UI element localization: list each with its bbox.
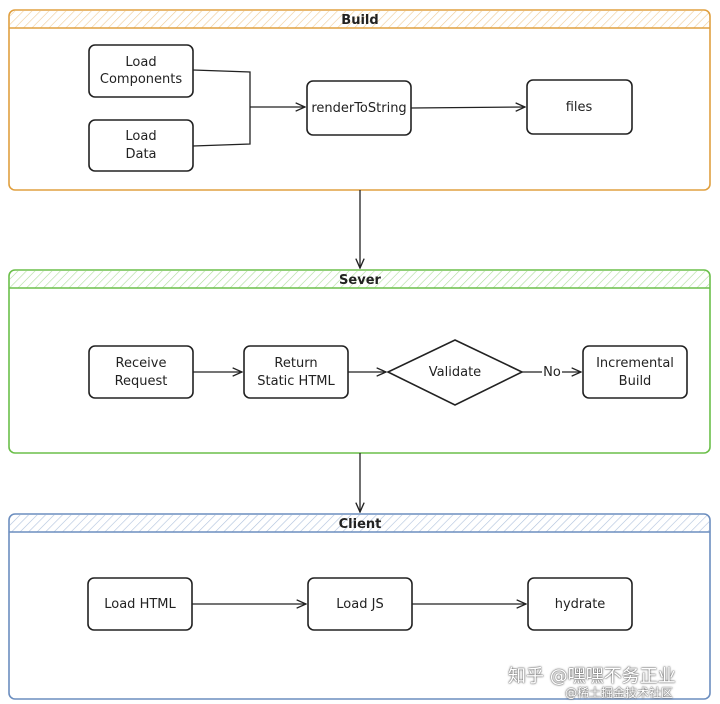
lane-build-header [10, 11, 709, 28]
node-load-html-label: Load HTML [104, 597, 176, 612]
node-incremental-build-line1: Incremental [596, 356, 674, 371]
lane-client-border [8, 513, 711, 700]
node-load-components: Load Components [88, 44, 194, 98]
node-return-static-html: Return Static HTML [243, 345, 349, 399]
lane-server: Sever [8, 269, 711, 454]
watermark-juejin: @稀土掘金技术社区 [565, 686, 674, 700]
node-receive-request-line2: Request [115, 374, 168, 389]
edge-render-to-files [410, 107, 525, 108]
lane-client-title: Client [339, 517, 382, 532]
node-render-to-string: renderToString [306, 80, 412, 136]
edge-load-components-merge [192, 69, 251, 107]
node-render-to-string-label: renderToString [311, 101, 406, 116]
node-hydrate: hydrate [527, 577, 633, 631]
edge-load-data-merge [192, 107, 251, 147]
node-files-label: files [566, 100, 593, 115]
node-load-data-line2: Data [125, 147, 156, 162]
node-hydrate-label: hydrate [555, 597, 606, 612]
node-load-components-line2: Components [100, 72, 182, 87]
watermark-zhihu: 知乎 @嘿嘿不务正业 [508, 666, 676, 687]
node-return-static-html-line1: Return [274, 356, 317, 371]
node-validate-label: Validate [429, 365, 481, 380]
node-files: files [526, 79, 633, 135]
node-receive-request-line1: Receive [116, 356, 167, 371]
node-load-data: Load Data [88, 119, 194, 172]
lane-server-title: Sever [339, 273, 381, 288]
lane-server-header [10, 271, 709, 288]
node-load-js: Load JS [307, 577, 413, 631]
node-incremental-build-line2: Build [619, 374, 652, 389]
node-incremental-build: Incremental Build [582, 345, 688, 399]
node-load-html: Load HTML [87, 577, 193, 631]
node-load-components-line1: Load [125, 55, 156, 70]
node-load-js-label: Load JS [336, 597, 383, 612]
edge-no-label: No [543, 365, 561, 380]
node-return-static-html-line2: Static HTML [257, 374, 335, 389]
node-receive-request: Receive Request [88, 345, 194, 399]
lane-client: Client [8, 513, 711, 700]
lane-client-header [10, 515, 709, 532]
node-validate: Validate [386, 339, 524, 406]
lane-build-title: Build [341, 13, 378, 28]
node-load-data-line1: Load [125, 129, 156, 144]
